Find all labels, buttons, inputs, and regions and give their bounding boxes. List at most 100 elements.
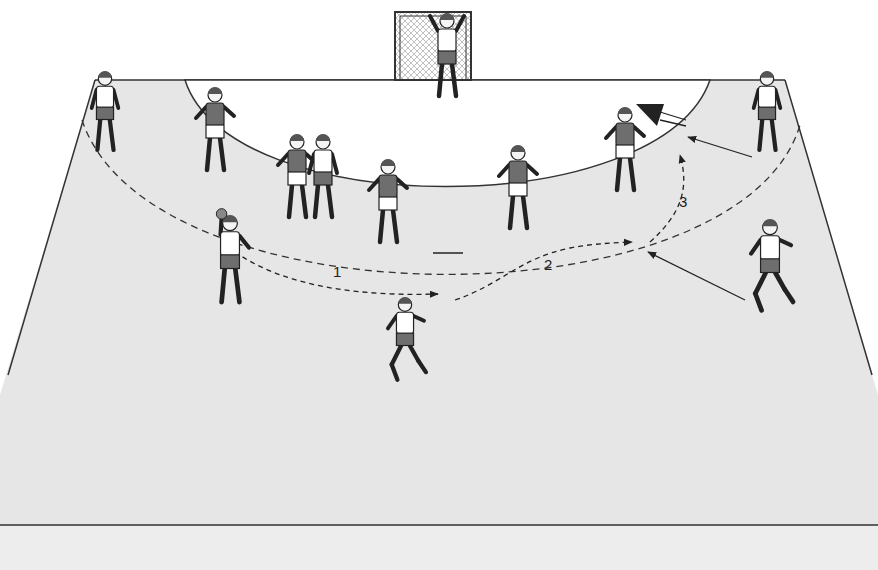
player-shorts [438, 51, 456, 64]
player-hair [511, 145, 525, 152]
player-shorts [96, 107, 113, 119]
player-figure [388, 297, 426, 380]
player-hair [763, 219, 778, 226]
player-head [316, 135, 330, 149]
player-arm [196, 107, 206, 118]
player-figure [196, 87, 234, 170]
player-arm [779, 240, 791, 245]
player-hair [398, 297, 411, 304]
player-shirt [379, 175, 397, 198]
court-apron [0, 525, 878, 570]
player-shirt [616, 123, 634, 146]
pass-path [650, 155, 684, 242]
player-arm [92, 90, 97, 108]
player-leg [775, 273, 784, 290]
player-arm [634, 127, 644, 136]
free-throw-line [82, 120, 800, 274]
player-arm [499, 165, 509, 176]
player-arm [751, 240, 760, 254]
player-leg [222, 269, 225, 303]
player-arm [224, 107, 234, 116]
player-leg [772, 120, 776, 150]
player-shorts [288, 172, 306, 185]
player-hair [290, 134, 304, 141]
player-leg [110, 120, 114, 150]
player-head [398, 298, 411, 311]
player-shorts [221, 255, 240, 269]
player-leg [755, 294, 761, 311]
player-shorts [314, 172, 332, 185]
player-figure [499, 145, 537, 228]
player-arm [397, 179, 407, 188]
player-shirt [206, 103, 224, 126]
player-leg [207, 138, 210, 170]
player-shirt [396, 312, 413, 334]
players [92, 13, 793, 380]
player-shirt [761, 236, 780, 260]
player-hair [618, 107, 632, 114]
player-hair [381, 159, 395, 166]
center-mark [433, 252, 463, 254]
player-figure [216, 209, 249, 302]
player-head [511, 146, 525, 160]
player-shirt [438, 29, 456, 52]
player-leg [235, 269, 239, 303]
court-floor [0, 80, 878, 525]
player-arm [388, 316, 397, 328]
player-figure [430, 13, 464, 96]
player-leg [510, 196, 513, 228]
player-shorts [206, 125, 224, 138]
shot-arrowhead [636, 104, 664, 126]
player-shirt [509, 161, 527, 184]
player-shorts [616, 145, 634, 158]
player-head [208, 88, 222, 102]
player-arm [430, 16, 438, 31]
player-leg [97, 120, 100, 150]
player-leg [392, 365, 398, 380]
player-arm [414, 316, 424, 321]
player-leg [220, 138, 224, 170]
player-figure [309, 134, 337, 217]
player-arm [776, 90, 781, 108]
player-shirt [96, 86, 113, 108]
player-arm [278, 154, 288, 165]
player-leg [302, 185, 306, 217]
player-arm [309, 154, 314, 173]
movement-arrow [688, 137, 752, 157]
movement-arrow [648, 252, 745, 300]
player-arm [332, 154, 337, 173]
player-leg [392, 346, 402, 365]
player-hair [208, 87, 222, 94]
player-shorts [509, 183, 527, 196]
court-lines [0, 80, 878, 525]
player-shirt [221, 232, 240, 256]
player-figure [606, 107, 644, 190]
player-shirt [314, 150, 332, 173]
player-leg [630, 158, 634, 190]
player-leg [452, 64, 456, 96]
player-leg [380, 210, 383, 242]
player-leg [755, 273, 766, 294]
player-figure [751, 219, 793, 310]
player-leg [439, 64, 442, 96]
player-shorts [379, 197, 397, 210]
callout-number: 3 [679, 194, 687, 209]
player-shirt [288, 150, 306, 173]
player-head [760, 72, 773, 85]
player-shirt [758, 86, 775, 108]
player-arm [606, 127, 616, 138]
player-head [290, 135, 304, 149]
callout-number: 2 [544, 257, 552, 272]
goal [395, 12, 471, 80]
shot-arrow [660, 112, 686, 126]
player-head [618, 108, 632, 122]
player-leg [393, 210, 397, 242]
player-hair [760, 71, 773, 78]
player-shorts [758, 107, 775, 119]
player-arm [754, 90, 759, 108]
player-head [98, 72, 111, 85]
player-leg [617, 158, 620, 190]
callout-number: 1 [333, 264, 341, 279]
player-arm [239, 236, 248, 248]
player-leg [410, 346, 419, 361]
